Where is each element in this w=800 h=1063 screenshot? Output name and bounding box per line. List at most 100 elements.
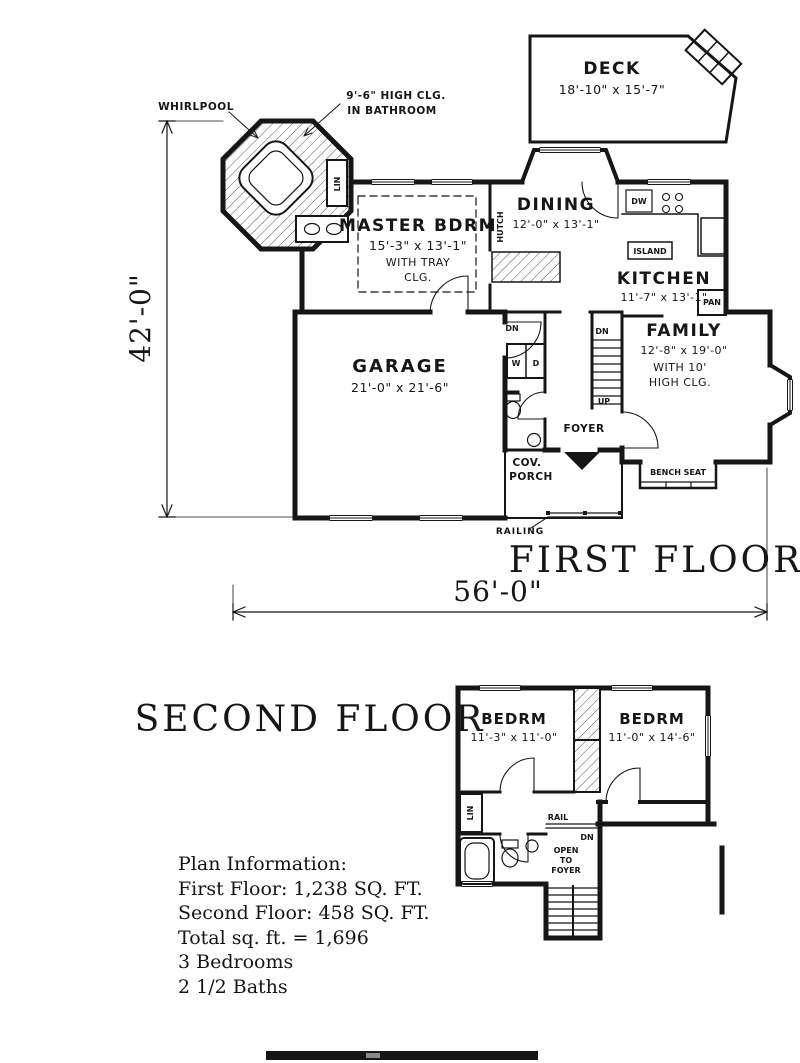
- bench-seat-label: BENCH SEAT: [650, 468, 706, 477]
- porch: [504, 449, 623, 529]
- porch-label-1: COV.: [512, 457, 541, 469]
- family-size: 12'-8" x 19'-0": [640, 344, 727, 357]
- kitchen-fixtures: [621, 189, 727, 316]
- plan-info-baths: 2 1/2 Baths: [178, 975, 288, 998]
- plan-info-total: Total sq. ft. = 1,696: [178, 926, 369, 949]
- plan-info-bedrooms: 3 Bedrooms: [178, 951, 294, 973]
- scale-bar-notch: [366, 1053, 380, 1058]
- second-floor-title: SECOND FLOOR: [135, 699, 486, 740]
- toilet-icon: [504, 400, 522, 420]
- stairs-first-floor: [591, 339, 623, 405]
- master-label: MASTER BDRM: [339, 216, 497, 236]
- washer-label: W: [512, 359, 521, 368]
- deck-door-arc: [581, 181, 619, 219]
- height-dimension: 42'-0": [124, 273, 157, 362]
- master-size: 15'-3" x 13'-1": [369, 238, 467, 253]
- pantry: [697, 289, 727, 316]
- windows-first-floor: [329, 146, 794, 522]
- family-note-1: WITH 10': [653, 361, 707, 374]
- first-floor-plan: DECK 18'-10" x 15'-7" MASTER BDRM 15'-3"…: [124, 28, 800, 621]
- family-label: FAMILY: [646, 321, 722, 341]
- deck-stairs: [684, 28, 743, 86]
- bath-door-arc: [517, 391, 546, 420]
- linen-label-2: LIN: [466, 806, 475, 821]
- family-note-2: HIGH CLG.: [649, 376, 711, 389]
- kitchen-size: 11'-7" x 13'-1": [620, 291, 707, 304]
- toilet-icon: [501, 848, 519, 868]
- scale-bar: [266, 1051, 538, 1060]
- linen-label: LIN: [333, 177, 342, 192]
- whirlpool-callout: WHIRLPOOL: [158, 101, 234, 113]
- bath-door-arc-2: [499, 833, 529, 863]
- leader-lines: [228, 103, 341, 139]
- stairs-second-floor: [545, 885, 601, 937]
- sink-icon: [525, 839, 539, 853]
- open-to-foyer-1: OPEN: [554, 846, 579, 855]
- door-swings: [429, 181, 659, 449]
- plan-info-first-floor: First Floor: 1,238 SQ. FT.: [178, 877, 423, 900]
- dining-size: 12'-0" x 13'-1": [512, 218, 599, 231]
- plan-info-second-floor: Second Floor: 458 SQ. FT.: [178, 902, 430, 924]
- stair-railing-2: [545, 823, 599, 829]
- plan-info-heading: Plan Information:: [178, 853, 347, 875]
- open-to-foyer-3: FOYER: [551, 866, 580, 875]
- hutch-label: HUTCH: [496, 211, 505, 242]
- foyer-label: FOYER: [563, 423, 604, 435]
- nook-bay: [519, 148, 621, 185]
- deck-size: 18'-10" x 15'-7": [559, 82, 665, 97]
- bedroom-left-size: 11'-3" x 11'-0": [470, 731, 557, 744]
- toilet-tank-icon: [501, 839, 519, 849]
- kitchen-label: KITCHEN: [617, 269, 711, 289]
- toilet-tank-icon: [505, 393, 521, 402]
- door-swings-2: [499, 757, 641, 863]
- dishwasher-label: DW: [631, 197, 647, 206]
- dn-stairs-label: DN: [595, 327, 608, 336]
- front-door-symbol: [564, 452, 600, 470]
- garage-label: GARAGE: [352, 356, 448, 377]
- refrigerator: [700, 217, 726, 255]
- closet-lower: [573, 739, 601, 793]
- linen-closet: [326, 159, 348, 207]
- plan-information: Plan Information: First Floor: 1,238 SQ.…: [178, 852, 430, 999]
- dishwasher: [625, 189, 653, 213]
- island-label: ISLAND: [633, 247, 667, 256]
- garage-door-arc: [504, 321, 542, 359]
- garage-size: 21'-0" x 21'-6": [351, 380, 449, 395]
- whirlpool-tub: [238, 140, 314, 216]
- dn-label-2: DN: [580, 833, 593, 842]
- laundry-bath-fixtures: [504, 343, 546, 448]
- deck-label: DECK: [583, 59, 640, 79]
- bench-seat-bay: [638, 460, 718, 490]
- master-door-arc: [429, 275, 469, 313]
- dimension-lines: [158, 120, 768, 621]
- deck-outline: [528, 28, 743, 144]
- porch-label-2: PORCH: [509, 471, 553, 483]
- bath-fixtures-2: [459, 837, 539, 885]
- interior-walls-2: [456, 790, 576, 836]
- whirlpool-fixtures: [238, 140, 349, 243]
- master-note-2: CLG.: [404, 271, 432, 284]
- dining-label: DINING: [517, 195, 595, 215]
- closet-upper: [573, 687, 601, 741]
- sink-icon: [526, 432, 542, 448]
- bedroom-right-size: 11'-0" x 14'-6": [608, 731, 695, 744]
- family-door-arc: [621, 411, 659, 449]
- tub-icon: [459, 837, 495, 885]
- sink-icon: [325, 222, 343, 236]
- island: [627, 241, 673, 260]
- master-note-1: WITH TRAY: [386, 256, 450, 269]
- counter: [621, 213, 727, 257]
- width-dimension: 56'-0": [453, 575, 542, 608]
- pantry-label: PAN: [703, 298, 721, 307]
- open-to-foyer-2: TO: [560, 856, 572, 865]
- bedroom-left-door-arc: [499, 757, 535, 793]
- first-floor-title: FIRST FLOOR: [509, 540, 800, 581]
- ceiling-callout-2: IN BATHROOM: [347, 105, 437, 117]
- railing-label: RAILING: [496, 527, 544, 537]
- sink-icon: [303, 222, 321, 236]
- hutch-cabinet: [491, 251, 561, 283]
- up-stairs-label: UP: [598, 397, 610, 406]
- linen-closet-2: [459, 793, 483, 833]
